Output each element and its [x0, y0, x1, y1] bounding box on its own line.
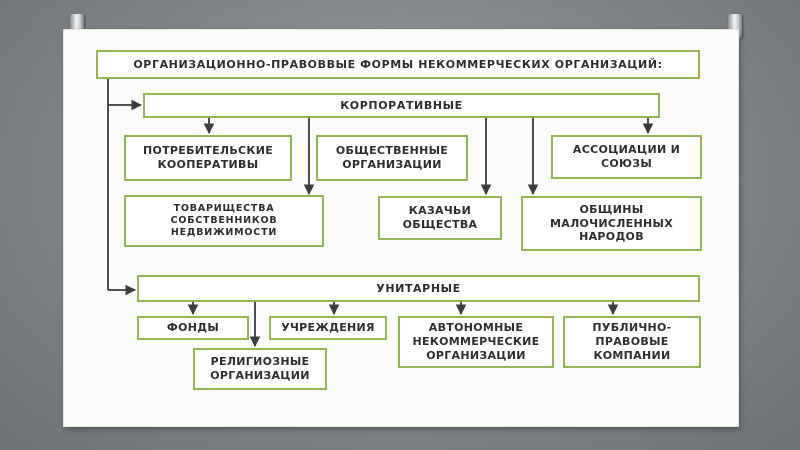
- autonomous-nonprofits-box: АВТОНОМНЫЕ НЕКОММЕРЧЕСКИЕ ОРГАНИЗАЦИИ: [398, 316, 554, 368]
- religious-organizations-box: РЕЛИГИОЗНЫЕ ОРГАНИЗАЦИИ: [193, 348, 327, 390]
- funds-box: ФОНДЫ: [137, 316, 249, 340]
- consumer-cooperatives-box: ПОТРЕБИТЕЛЬСКИЕ КООПЕРАТИВЫ: [124, 135, 292, 181]
- associations-unions-box: АССОЦИАЦИИ И СОЮЗЫ: [551, 135, 702, 179]
- cossack-societies-box: КАЗАЧЬИ ОБЩЕСТВА: [378, 196, 502, 240]
- property-owners-partnerships-box: ТОВАРИЩЕСТВА СОБСТВЕННИКОВ НЕДВИЖИМОСТИ: [124, 195, 324, 247]
- public-law-companies-box: ПУБЛИЧНО- ПРАВОВЫЕ КОМПАНИИ: [563, 316, 701, 368]
- institutions-box: УЧРЕЖДЕНИЯ: [269, 316, 387, 340]
- corporate-header: КОРПОРАТИВНЫЕ: [143, 93, 660, 118]
- unitary-header: УНИТАРНЫЕ: [137, 275, 700, 302]
- public-organizations-box: ОБЩЕСТВЕННЫЕ ОРГАНИЗАЦИИ: [316, 135, 468, 181]
- diagram-title: ОРГАНИЗАЦИОННО-ПРАВОВВЫЕ ФОРМЫ НЕКОММЕРЧ…: [96, 50, 700, 79]
- small-peoples-communities-box: ОБЩИНЫ МАЛОЧИСЛЕННЫХ НАРОДОВ: [521, 196, 702, 251]
